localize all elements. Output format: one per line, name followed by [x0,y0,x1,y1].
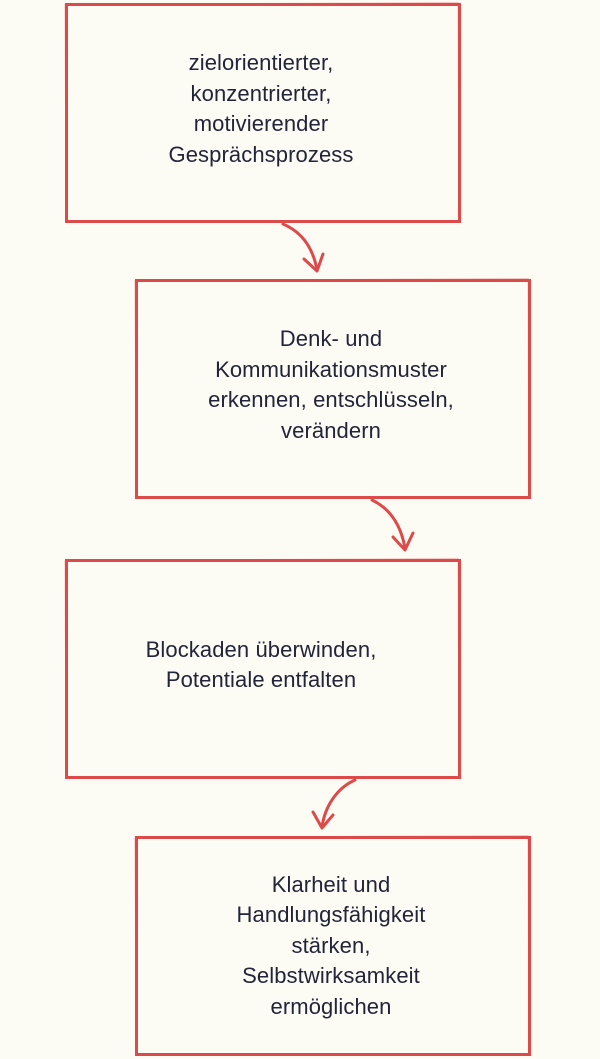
step-label-3: Blockaden überwinden, Potentiale entfalt… [145,636,377,693]
step-box-4: Klarheit und Handlungsfähigkeit stärken,… [135,836,531,1056]
step-box-3: Blockaden überwinden, Potentiale entfalt… [65,559,461,779]
arrow-3-to-4 [311,778,357,830]
step-label-4: Klarheit und Handlungsfähigkeit stärken,… [236,871,426,1019]
step-box-1: zielorientierter, konzentrierter, motivi… [65,3,461,223]
arrow-1-to-2 [281,222,325,273]
step-label-2: Denk- und Kommunikationsmuster erkennen,… [208,326,454,443]
step-box-2: Denk- und Kommunikationsmuster erkennen,… [135,279,531,499]
arrow-2-to-3 [370,498,415,552]
step-label-1: zielorientierter, konzentrierter, motivi… [168,50,354,167]
